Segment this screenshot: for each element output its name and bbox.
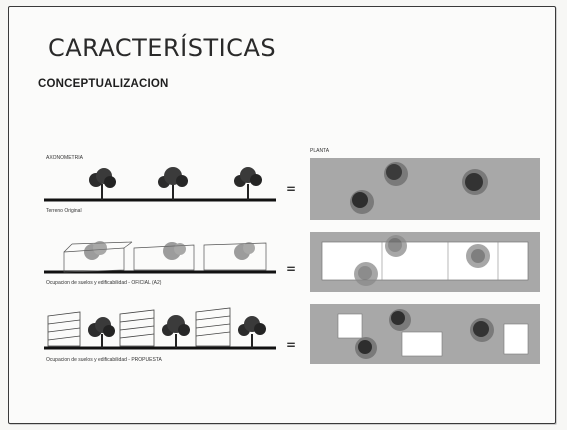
equals-sign: = xyxy=(286,182,297,196)
tree-icon xyxy=(162,315,190,348)
row-caption: Ocupacion de suelos y edificabilidad - O… xyxy=(46,280,162,286)
row-caption: Terreno Original xyxy=(46,208,82,214)
tree-icon xyxy=(350,190,374,214)
terrain-original-axonometry xyxy=(44,167,276,202)
tree-icon xyxy=(234,167,262,200)
tree-icon xyxy=(384,162,408,186)
tree-icon xyxy=(355,337,377,359)
oficial-axonometry xyxy=(44,241,276,274)
tree-icon xyxy=(466,244,490,268)
row-caption: Ocupacion de suelos y edificabilidad - P… xyxy=(46,357,162,363)
propuesta-axonometry xyxy=(44,307,276,350)
tree-icon xyxy=(158,167,188,200)
building-outline xyxy=(47,307,231,347)
oficial-plan xyxy=(310,232,540,292)
equals-sign: = xyxy=(286,262,297,276)
propuesta-plan xyxy=(310,304,540,364)
tree-icon xyxy=(88,317,115,348)
equals-sign: = xyxy=(286,338,297,352)
tree-icon xyxy=(354,262,378,286)
slide-subtitle: CONCEPTUALIZACION xyxy=(38,78,169,90)
tree-icon xyxy=(385,235,407,257)
tree-icon xyxy=(89,168,116,200)
terrain-original-plan xyxy=(310,158,540,220)
tree-icon xyxy=(84,241,107,260)
tree-icon xyxy=(389,309,411,331)
tree-icon xyxy=(462,169,488,195)
tree-icon xyxy=(163,242,186,260)
tree-icon xyxy=(470,318,494,342)
plan-header: PLANTA xyxy=(310,148,330,154)
tree-icon xyxy=(238,316,266,348)
slide-title: CARACTERÍSTICAS xyxy=(48,34,277,62)
tree-icon xyxy=(234,242,255,260)
axonometry-header: AXONOMETRIA xyxy=(46,155,83,161)
